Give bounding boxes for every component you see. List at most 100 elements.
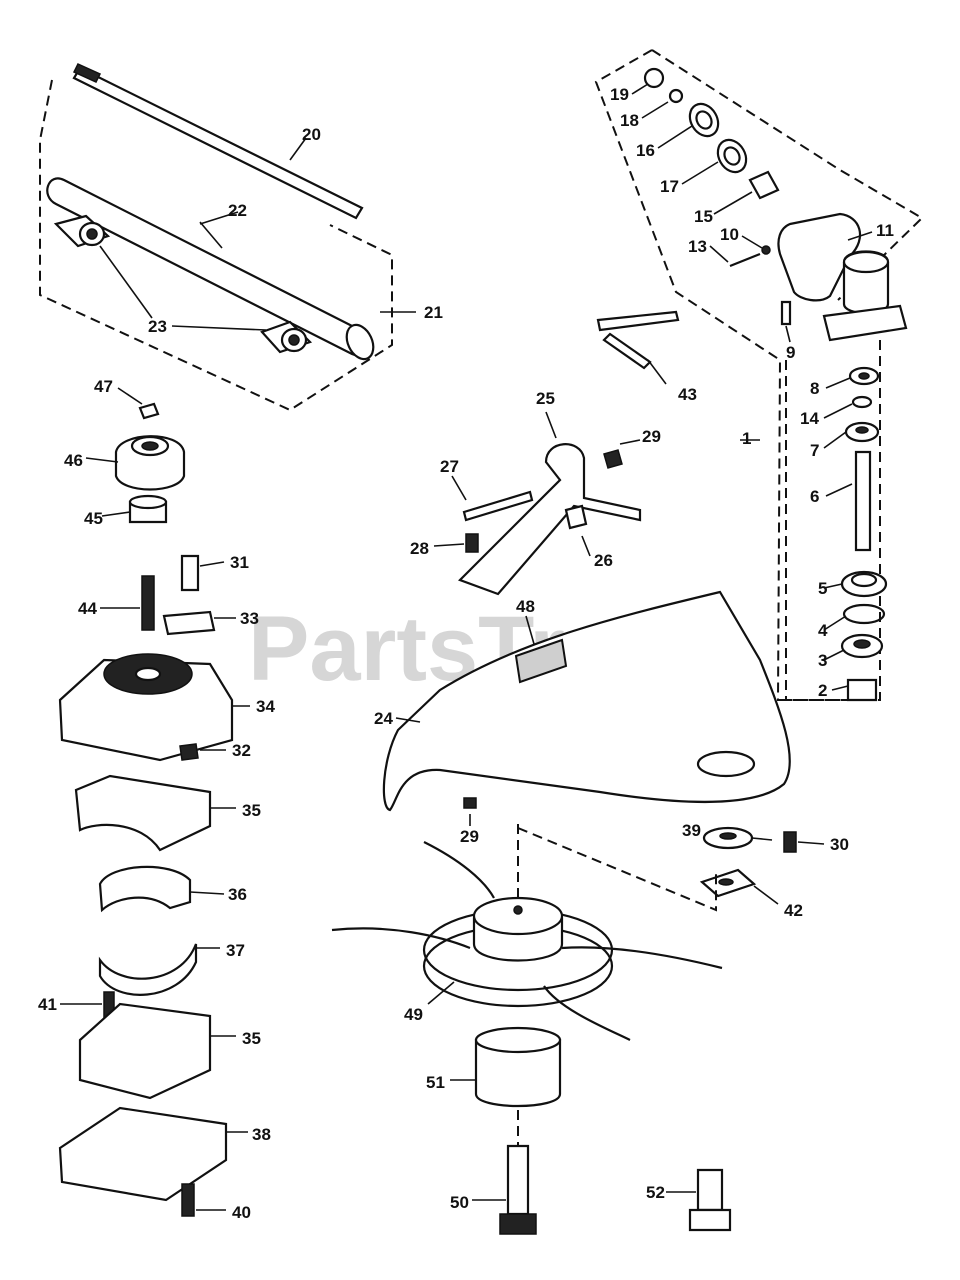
trimmer-line-left xyxy=(331,927,471,950)
callout-51: 51 xyxy=(426,1073,445,1092)
gearbox-group xyxy=(594,49,924,702)
clamp-bolt-43 xyxy=(596,310,680,370)
callout-22: 22 xyxy=(228,201,247,220)
callout-35-lower: 35 xyxy=(242,1029,261,1048)
callout-45: 45 xyxy=(84,509,103,528)
callout-27: 27 xyxy=(440,457,459,476)
washer-39 xyxy=(702,826,754,850)
spacer-2 xyxy=(846,678,878,702)
gearbox-upper-boundary xyxy=(594,49,858,701)
washer-14 xyxy=(851,395,873,409)
callout-48: 48 xyxy=(516,597,535,616)
bearing-5 xyxy=(840,570,888,598)
callout-10: 10 xyxy=(720,225,739,244)
knob-46 xyxy=(114,435,186,491)
callout-50: 50 xyxy=(450,1193,469,1212)
callout-21: 21 xyxy=(424,303,443,322)
callout-35-upper: 35 xyxy=(242,801,261,820)
bolt-50 xyxy=(499,1144,537,1235)
callout-6: 6 xyxy=(810,487,819,506)
snap-ring-18 xyxy=(668,88,684,104)
spacer-45 xyxy=(128,494,168,524)
gear-housing-top xyxy=(842,250,890,274)
clamp-base-38 xyxy=(58,1106,228,1202)
snap-ring-4 xyxy=(842,603,886,625)
callout-28: 28 xyxy=(410,539,429,558)
gearbox-lower-boundary xyxy=(785,335,881,701)
callout-29-upper: 29 xyxy=(642,427,661,446)
screw-30 xyxy=(783,831,797,853)
bushing-upper xyxy=(53,214,111,248)
spindle-6 xyxy=(854,450,872,552)
callout-32: 32 xyxy=(232,741,251,760)
trimmer-line-bottom xyxy=(543,985,631,1041)
trimmer-line-right xyxy=(561,946,723,970)
trimmer-head-group xyxy=(331,824,732,1235)
callout-25: 25 xyxy=(536,389,555,408)
callout-8: 8 xyxy=(810,379,819,398)
drive-tube xyxy=(46,177,372,357)
bearing-16 xyxy=(688,102,720,138)
callout-40: 40 xyxy=(232,1203,251,1222)
clamp-36 xyxy=(98,865,192,913)
callout-49: 49 xyxy=(404,1005,423,1024)
clamp-block-35-lower xyxy=(78,1002,212,1100)
plate-33 xyxy=(162,610,216,636)
clamp-group xyxy=(58,387,250,1217)
label-plate-48 xyxy=(514,638,568,684)
shield-24 xyxy=(382,590,791,812)
callout-43: 43 xyxy=(678,385,697,404)
callout-33: 33 xyxy=(240,609,259,628)
callout-37: 37 xyxy=(226,941,245,960)
bracket-25 xyxy=(458,443,642,596)
callout-47: 47 xyxy=(94,377,113,396)
washer-10 xyxy=(761,245,771,255)
nut-47 xyxy=(138,402,160,420)
tube-end xyxy=(345,323,375,361)
stud-44 xyxy=(141,575,155,631)
head-assembly-boundary xyxy=(517,827,717,912)
callout-5: 5 xyxy=(818,579,827,598)
callout-1: 1 xyxy=(742,429,751,448)
callout-19: 19 xyxy=(610,85,629,104)
nut-32 xyxy=(179,743,199,761)
screw-27 xyxy=(462,490,534,522)
clamp-block-35-upper xyxy=(74,774,212,852)
callout-20: 20 xyxy=(302,125,321,144)
callout-30: 30 xyxy=(830,835,849,854)
callout-11: 11 xyxy=(876,221,894,240)
callout-46: 46 xyxy=(64,451,83,470)
callout-14: 14 xyxy=(800,409,819,428)
callout-26: 26 xyxy=(594,551,613,570)
callout-44: 44 xyxy=(78,599,97,618)
bearing-8 xyxy=(848,366,880,386)
gear-housing-tube xyxy=(777,212,861,302)
callout-7: 7 xyxy=(810,441,819,460)
callout-18: 18 xyxy=(620,111,639,130)
callout-24: 24 xyxy=(374,709,393,728)
screw-9 xyxy=(780,300,792,326)
callout-17: 17 xyxy=(660,177,679,196)
trimmer-head-49 xyxy=(422,896,614,1008)
pin-31 xyxy=(180,554,200,592)
callout-29-lower: 29 xyxy=(460,827,479,846)
callout-16: 16 xyxy=(636,141,655,160)
callout-9: 9 xyxy=(786,343,795,362)
bolt-52 xyxy=(688,1168,732,1232)
clamp-housing-34 xyxy=(58,653,234,762)
trimmer-line-top xyxy=(423,841,495,899)
callout-3: 3 xyxy=(818,651,827,670)
drive-shaft xyxy=(72,66,364,220)
callout-42: 42 xyxy=(784,901,803,920)
callout-23: 23 xyxy=(148,317,167,336)
clamp-37 xyxy=(98,943,198,996)
shaft-threaded-end xyxy=(72,63,102,83)
callout-36: 36 xyxy=(228,885,247,904)
pinion-gear xyxy=(748,170,780,200)
callout-15: 15 xyxy=(694,207,713,226)
nut-29-lower xyxy=(463,797,477,809)
callout-13: 13 xyxy=(688,237,707,256)
bolt-28 xyxy=(465,533,479,553)
callout-39: 39 xyxy=(682,821,701,840)
shaft-group xyxy=(39,63,416,412)
